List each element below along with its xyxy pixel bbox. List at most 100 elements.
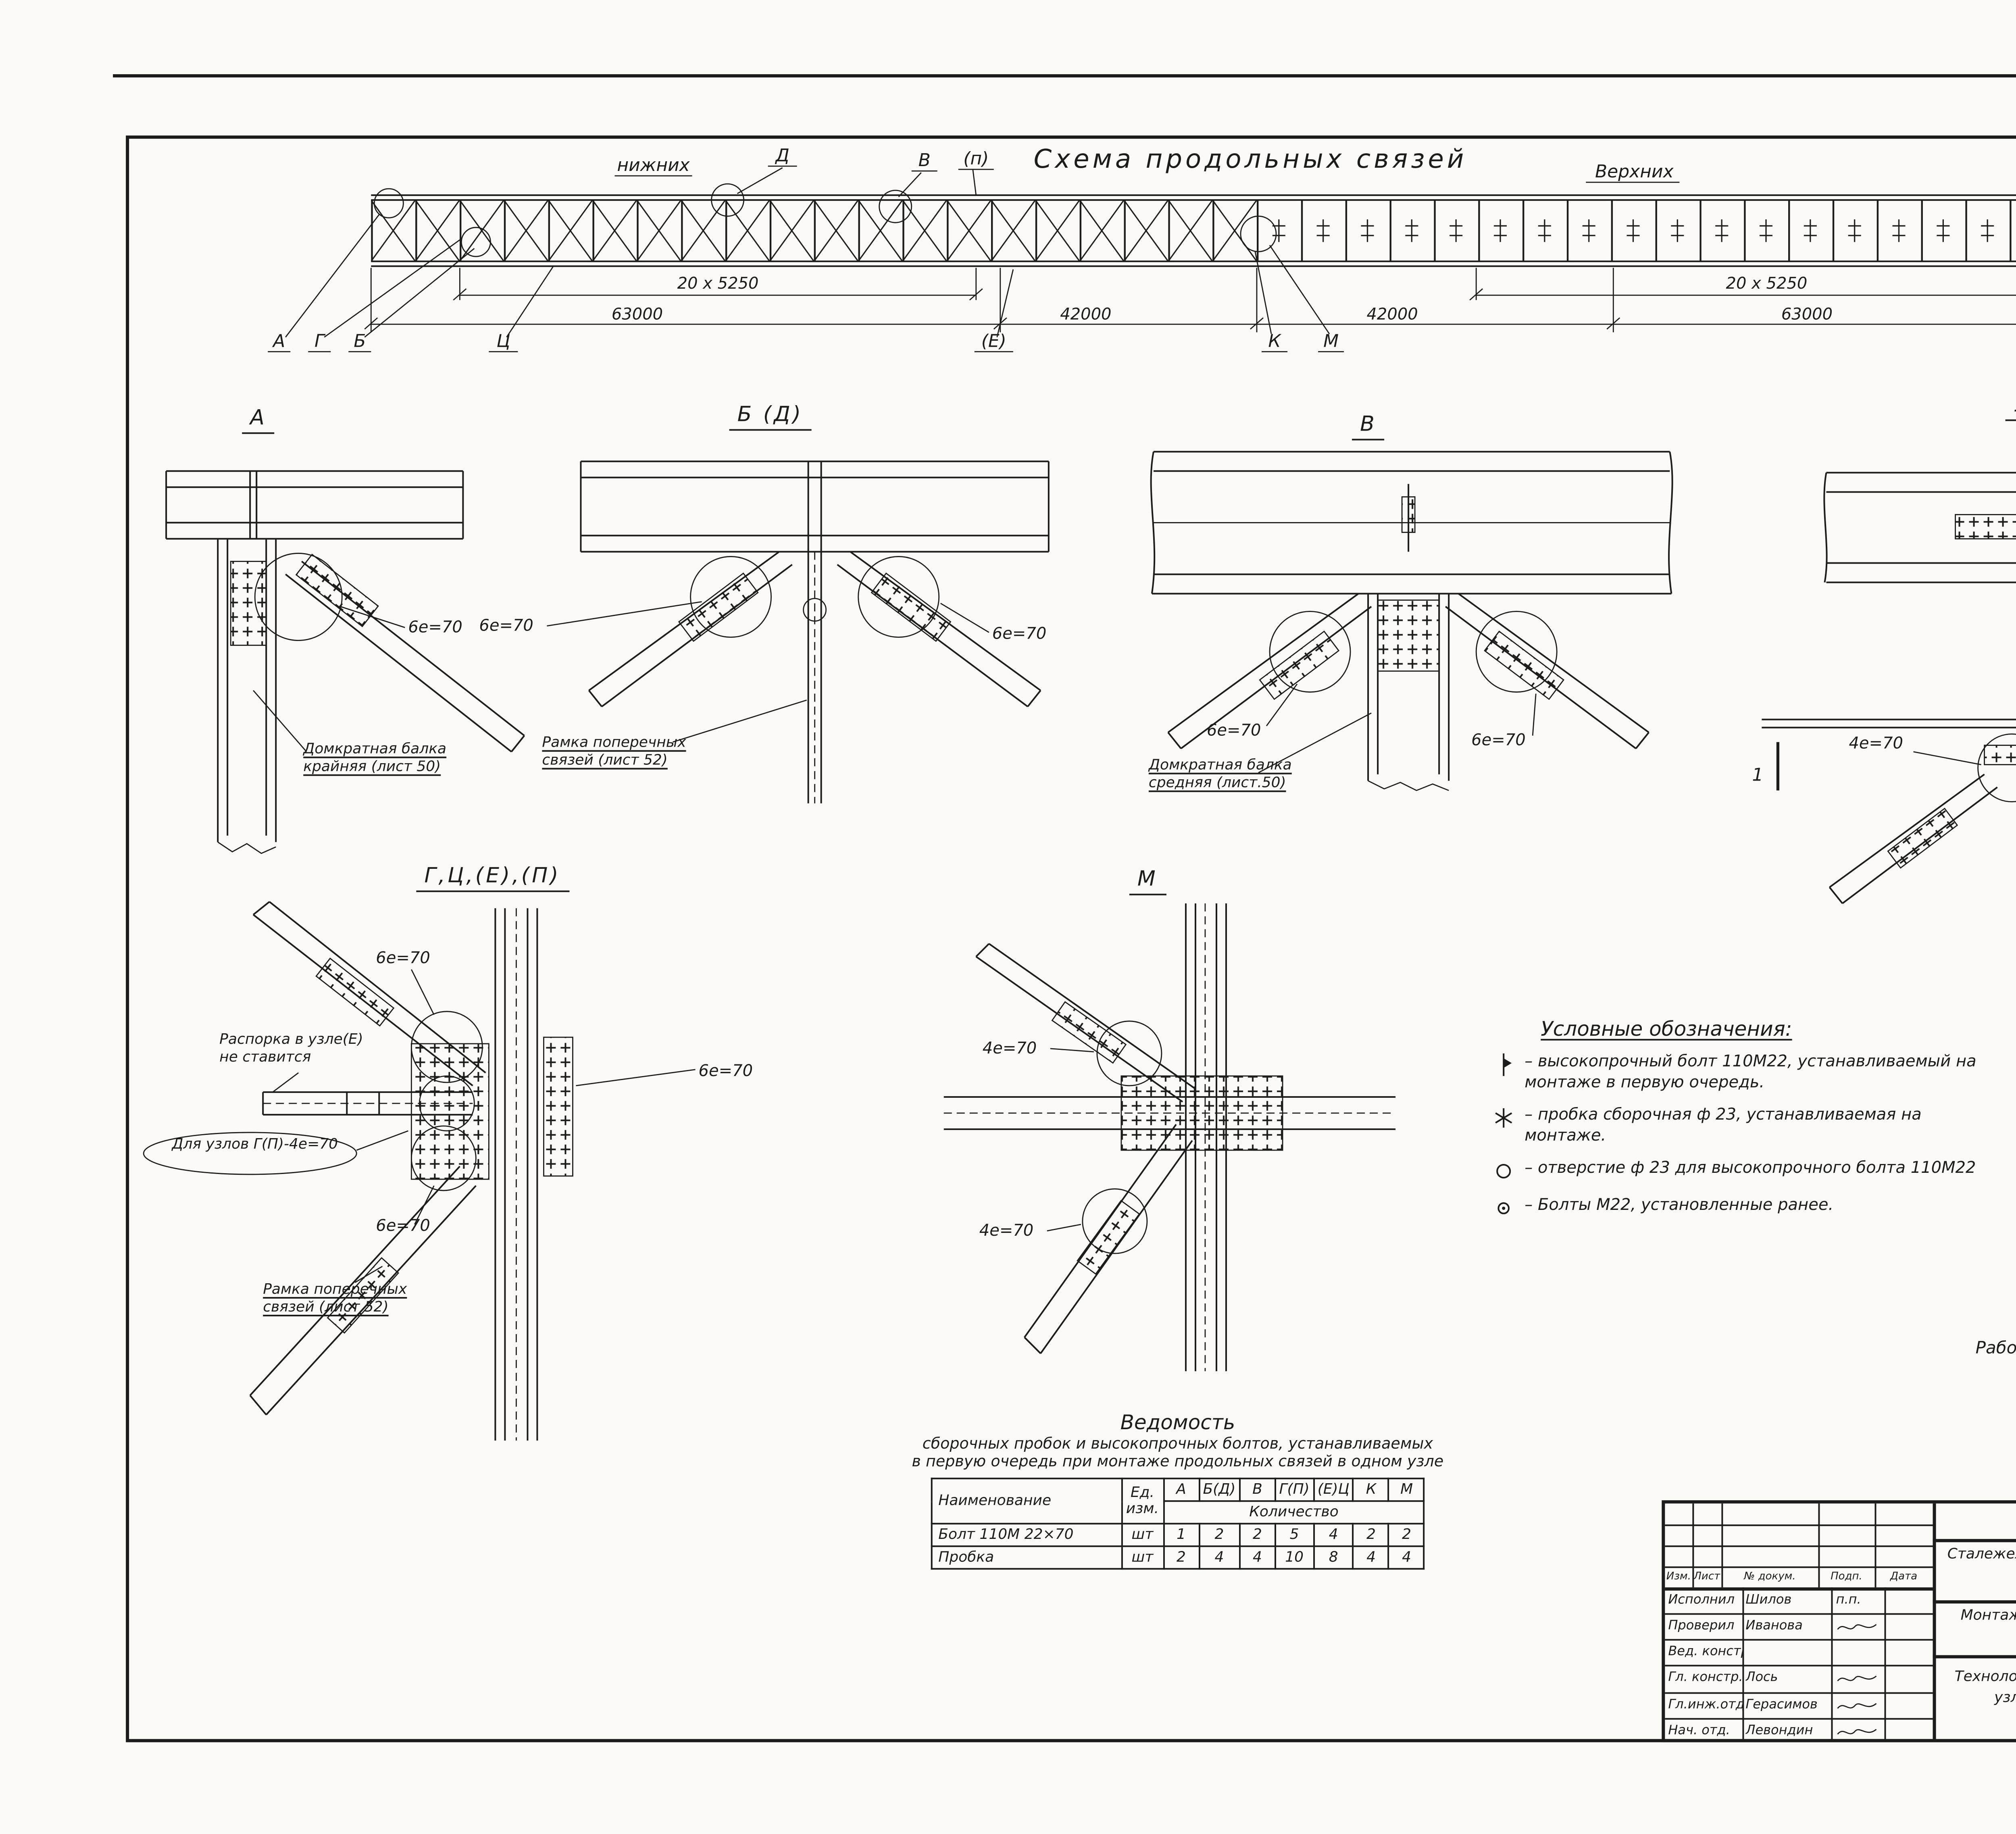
detail-g-view: 6е=70 6е=70 6е=70: [143, 901, 753, 1441]
row-value: 8: [1312, 1545, 1354, 1570]
detail-v-right-node-circle: [1475, 611, 1558, 693]
signature-scribble: [1837, 1676, 1877, 1682]
stamp-col-docnum: № докум.: [1744, 1570, 1796, 1583]
mark-g: Г: [314, 331, 326, 351]
dim-panels-left: 20 х 5250: [677, 274, 759, 293]
note-bubble: [143, 1132, 357, 1175]
col-header-node: Б(Д): [1198, 1478, 1241, 1502]
dimension-ticks: [364, 288, 1620, 330]
detail-11-view: [1823, 472, 2016, 583]
vedomost-table: Наименование Ед. изм. А Б(Д) В Г(П) (Е)Ц…: [930, 1478, 1425, 1570]
bolt-spacing-label: 6е=70: [479, 616, 533, 635]
detail-g-nodes-note: Для узлов Г(П)-4е=70: [172, 1137, 338, 1153]
role-name: Иванова: [1745, 1618, 1803, 1633]
dim-mid-left: 42000: [1060, 305, 1111, 323]
role-name: Герасимов: [1745, 1697, 1818, 1712]
col-header-node: Г(П): [1274, 1478, 1314, 1502]
mark-e: (Е): [981, 331, 1006, 351]
row-value: 4: [1239, 1545, 1276, 1570]
row-value: 4: [1352, 1545, 1390, 1570]
bolt-spacing-label: 6е=70: [992, 625, 1046, 643]
existing-bolt-symbol: [1497, 1202, 1510, 1214]
mark-v: В: [918, 150, 931, 171]
role-sign: п.п.: [1836, 1592, 1861, 1607]
detail-k-left-bolts: [1887, 808, 1958, 869]
legend: Условные обозначения: – высокопрочный бо…: [1492, 1016, 2016, 1221]
detail-k-left-node-circle: [1977, 733, 2016, 803]
doc-number: 3.503-50-13: [1936, 1508, 2016, 1534]
stamp-col-sign: Подп.: [1831, 1570, 1862, 1583]
stamp-col-date: Дата: [1890, 1570, 1918, 1583]
row-value: 1: [1162, 1523, 1200, 1547]
bolt-hole-symbol: [1496, 1164, 1511, 1178]
detail-bd-note: Рамка поперечных связей (лист 52): [542, 735, 686, 770]
signature-scribble: [1837, 1703, 1877, 1709]
detail-g-strut-node-circle: [419, 1075, 475, 1132]
role-label: Гл.инж.отд.: [1668, 1697, 1743, 1712]
detail-bd-title: Б (Д): [729, 403, 812, 431]
role-name: Шилов: [1745, 1592, 1792, 1607]
row-value: 2: [1239, 1523, 1276, 1547]
truss-bracing-upper: [1257, 200, 2016, 262]
top-rule: [113, 74, 2016, 78]
mark-a: А: [272, 331, 285, 351]
detail-g-gusset-bolts: [410, 1043, 489, 1180]
detail-g-frame-note: Рамка поперечных связей (лист 52): [263, 1282, 407, 1317]
row-value: 4: [1388, 1545, 1425, 1570]
detail-v-view: 6е=70 6е=70: [1150, 451, 1673, 791]
bolt-spacing-label: 6е=70: [699, 1062, 753, 1080]
legend-item-text: – высокопрочный болт 110М22, устанавлива…: [1524, 1053, 1976, 1092]
role-label: Нач. отд.: [1668, 1723, 1730, 1738]
row-unit: шт: [1120, 1523, 1164, 1547]
bolt-spacing-label: 6е=70: [408, 618, 462, 637]
detail-a-title: А: [242, 406, 275, 434]
drawing-frame: [126, 135, 2016, 1742]
label-underlines: [268, 165, 1680, 352]
bolt-spacing-label: 6е=70: [1471, 731, 1525, 749]
mark-c: Ц: [496, 331, 510, 351]
signature-scribble: [1837, 1729, 1877, 1735]
detail-v-title: В: [1352, 413, 1385, 441]
detail-bd-leaders: [547, 601, 989, 743]
bolt-spacing-label: 4е=70: [983, 1039, 1037, 1058]
detail-v-plate-bolts: [1377, 600, 1440, 672]
stamp-col-izm: Изм.: [1666, 1570, 1691, 1583]
col-header-node: А: [1162, 1478, 1200, 1502]
table-row: Пробка шт 2 4 4 10 8 4 4: [930, 1545, 1425, 1570]
detail-bd-right-node-circle: [858, 556, 940, 638]
detail-bd-left-node-circle: [690, 556, 772, 638]
detail-g-title: Г,Ц,(Е),(П): [416, 865, 569, 892]
detail-g-lower-bolts: [327, 1257, 400, 1334]
detail-v-left-node-circle: [1269, 611, 1351, 693]
detail-v-drawing: [1150, 451, 1673, 781]
detail-m-title: М: [1129, 868, 1166, 895]
detail-11-left-bolts: [1955, 514, 2016, 539]
mark-m: М: [1323, 331, 1339, 351]
detail-m-center-bolts: [1120, 1075, 1283, 1151]
high-strength-bolt-symbol: [1503, 1053, 1512, 1076]
row-value: 2: [1198, 1523, 1241, 1547]
title-block: Изм. Лист № докум. Подп. Дата Исполнил Ш…: [1662, 1500, 2016, 1742]
detail-a-leaders: [253, 606, 405, 752]
detail-g-lower-node-circle: [410, 1125, 477, 1191]
dimension-lines: [370, 268, 2016, 333]
detail-a-note: Домкратная балка крайняя (лист 50): [303, 742, 447, 776]
role-name: Лось: [1745, 1670, 1778, 1684]
bolt-spacing-label: 6е=70: [1207, 721, 1261, 740]
note-text: Работать совместно с листами 47,50,52: [1975, 1339, 2016, 1359]
detail-g-drawing: [249, 901, 538, 1441]
truss-x-bracing-lower: [371, 200, 1257, 262]
longitudinal-braces-schematic: Схема продольных связей нижних Верхних Д…: [268, 144, 2016, 352]
legend-item: – отверстие ф 23 для высокопрочного болт…: [1492, 1158, 2016, 1184]
detail-v-left-bolts: [1259, 631, 1340, 700]
row-unit: шт: [1120, 1545, 1164, 1570]
vedomost-subtitle: сборочных пробок и высокопрочных болтов,…: [922, 1436, 1433, 1454]
section-cut-marks: [1776, 742, 1780, 791]
dim-panels-right: 20 х 5250: [1726, 274, 1808, 293]
role-label: Вед. констр.: [1668, 1644, 1742, 1659]
mark-b: Б: [354, 331, 366, 351]
dim-span-right: 63000: [1781, 305, 1833, 323]
detail-m-lower-node-circle: [1082, 1188, 1148, 1254]
detail-g-leaders: [272, 969, 696, 1283]
detail-v-center-bolt: [1401, 496, 1416, 533]
